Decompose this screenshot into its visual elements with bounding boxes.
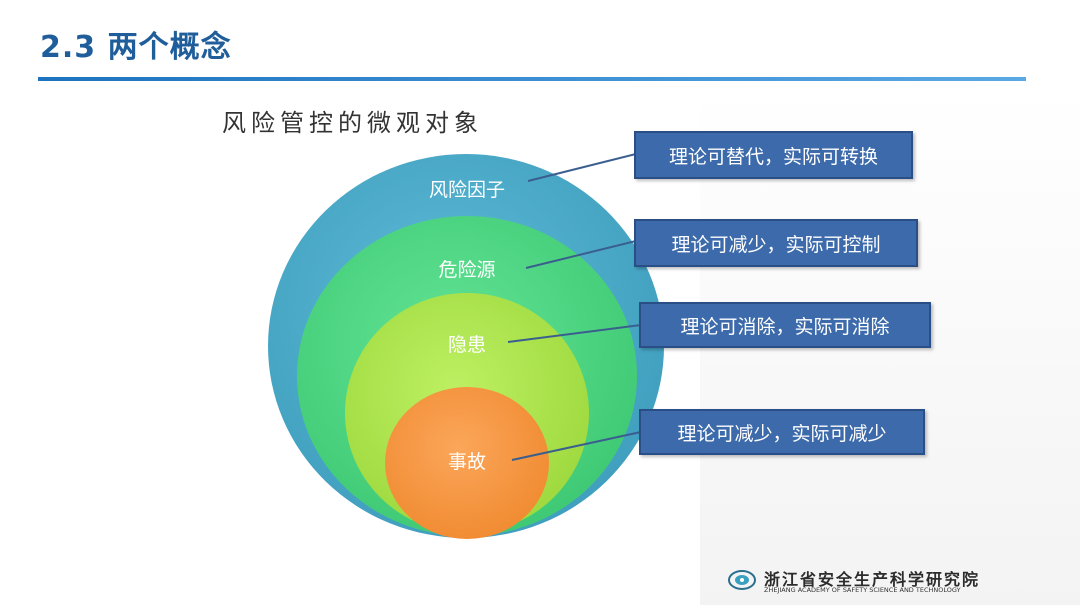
footer-org-name-en: ZHEJIANG ACADEMY OF SAFETY SCIENCE AND T…: [764, 586, 961, 594]
note-text-hazard-source: 理论可减少，实际可控制: [671, 233, 881, 256]
circle-accident: [385, 387, 549, 539]
institute-logo-icon: [728, 570, 756, 590]
leader-line-2: [525, 240, 637, 269]
title-divider: [38, 77, 1026, 81]
note-box-risk-factor: 理论可替代，实际可转换: [634, 131, 913, 179]
leader-line-4: [511, 431, 642, 461]
circle-label-hazard-source: 危险源: [438, 259, 495, 281]
note-box-accident: 理论可减少，实际可减少: [639, 409, 925, 455]
leader-line-1: [527, 153, 637, 182]
note-box-hidden-danger: 理论可消除，实际可消除: [639, 302, 931, 348]
note-text-hidden-danger: 理论可消除，实际可消除: [680, 315, 890, 338]
diagram-heading: 风险管控的微观对象: [222, 109, 483, 137]
leader-line-3: [507, 324, 642, 343]
circle-label-hidden-danger: 隐患: [448, 334, 486, 356]
slide-title: 2.3 两个概念: [40, 30, 232, 65]
note-text-accident: 理论可减少，实际可减少: [677, 422, 887, 445]
note-text-risk-factor: 理论可替代，实际可转换: [668, 145, 878, 168]
circle-label-risk-factor: 风险因子: [429, 179, 505, 201]
footer-org-name: 浙江省安全生产科学研究院: [764, 570, 981, 589]
note-box-hazard-source: 理论可减少，实际可控制: [634, 219, 918, 267]
circle-label-accident: 事故: [448, 451, 486, 473]
